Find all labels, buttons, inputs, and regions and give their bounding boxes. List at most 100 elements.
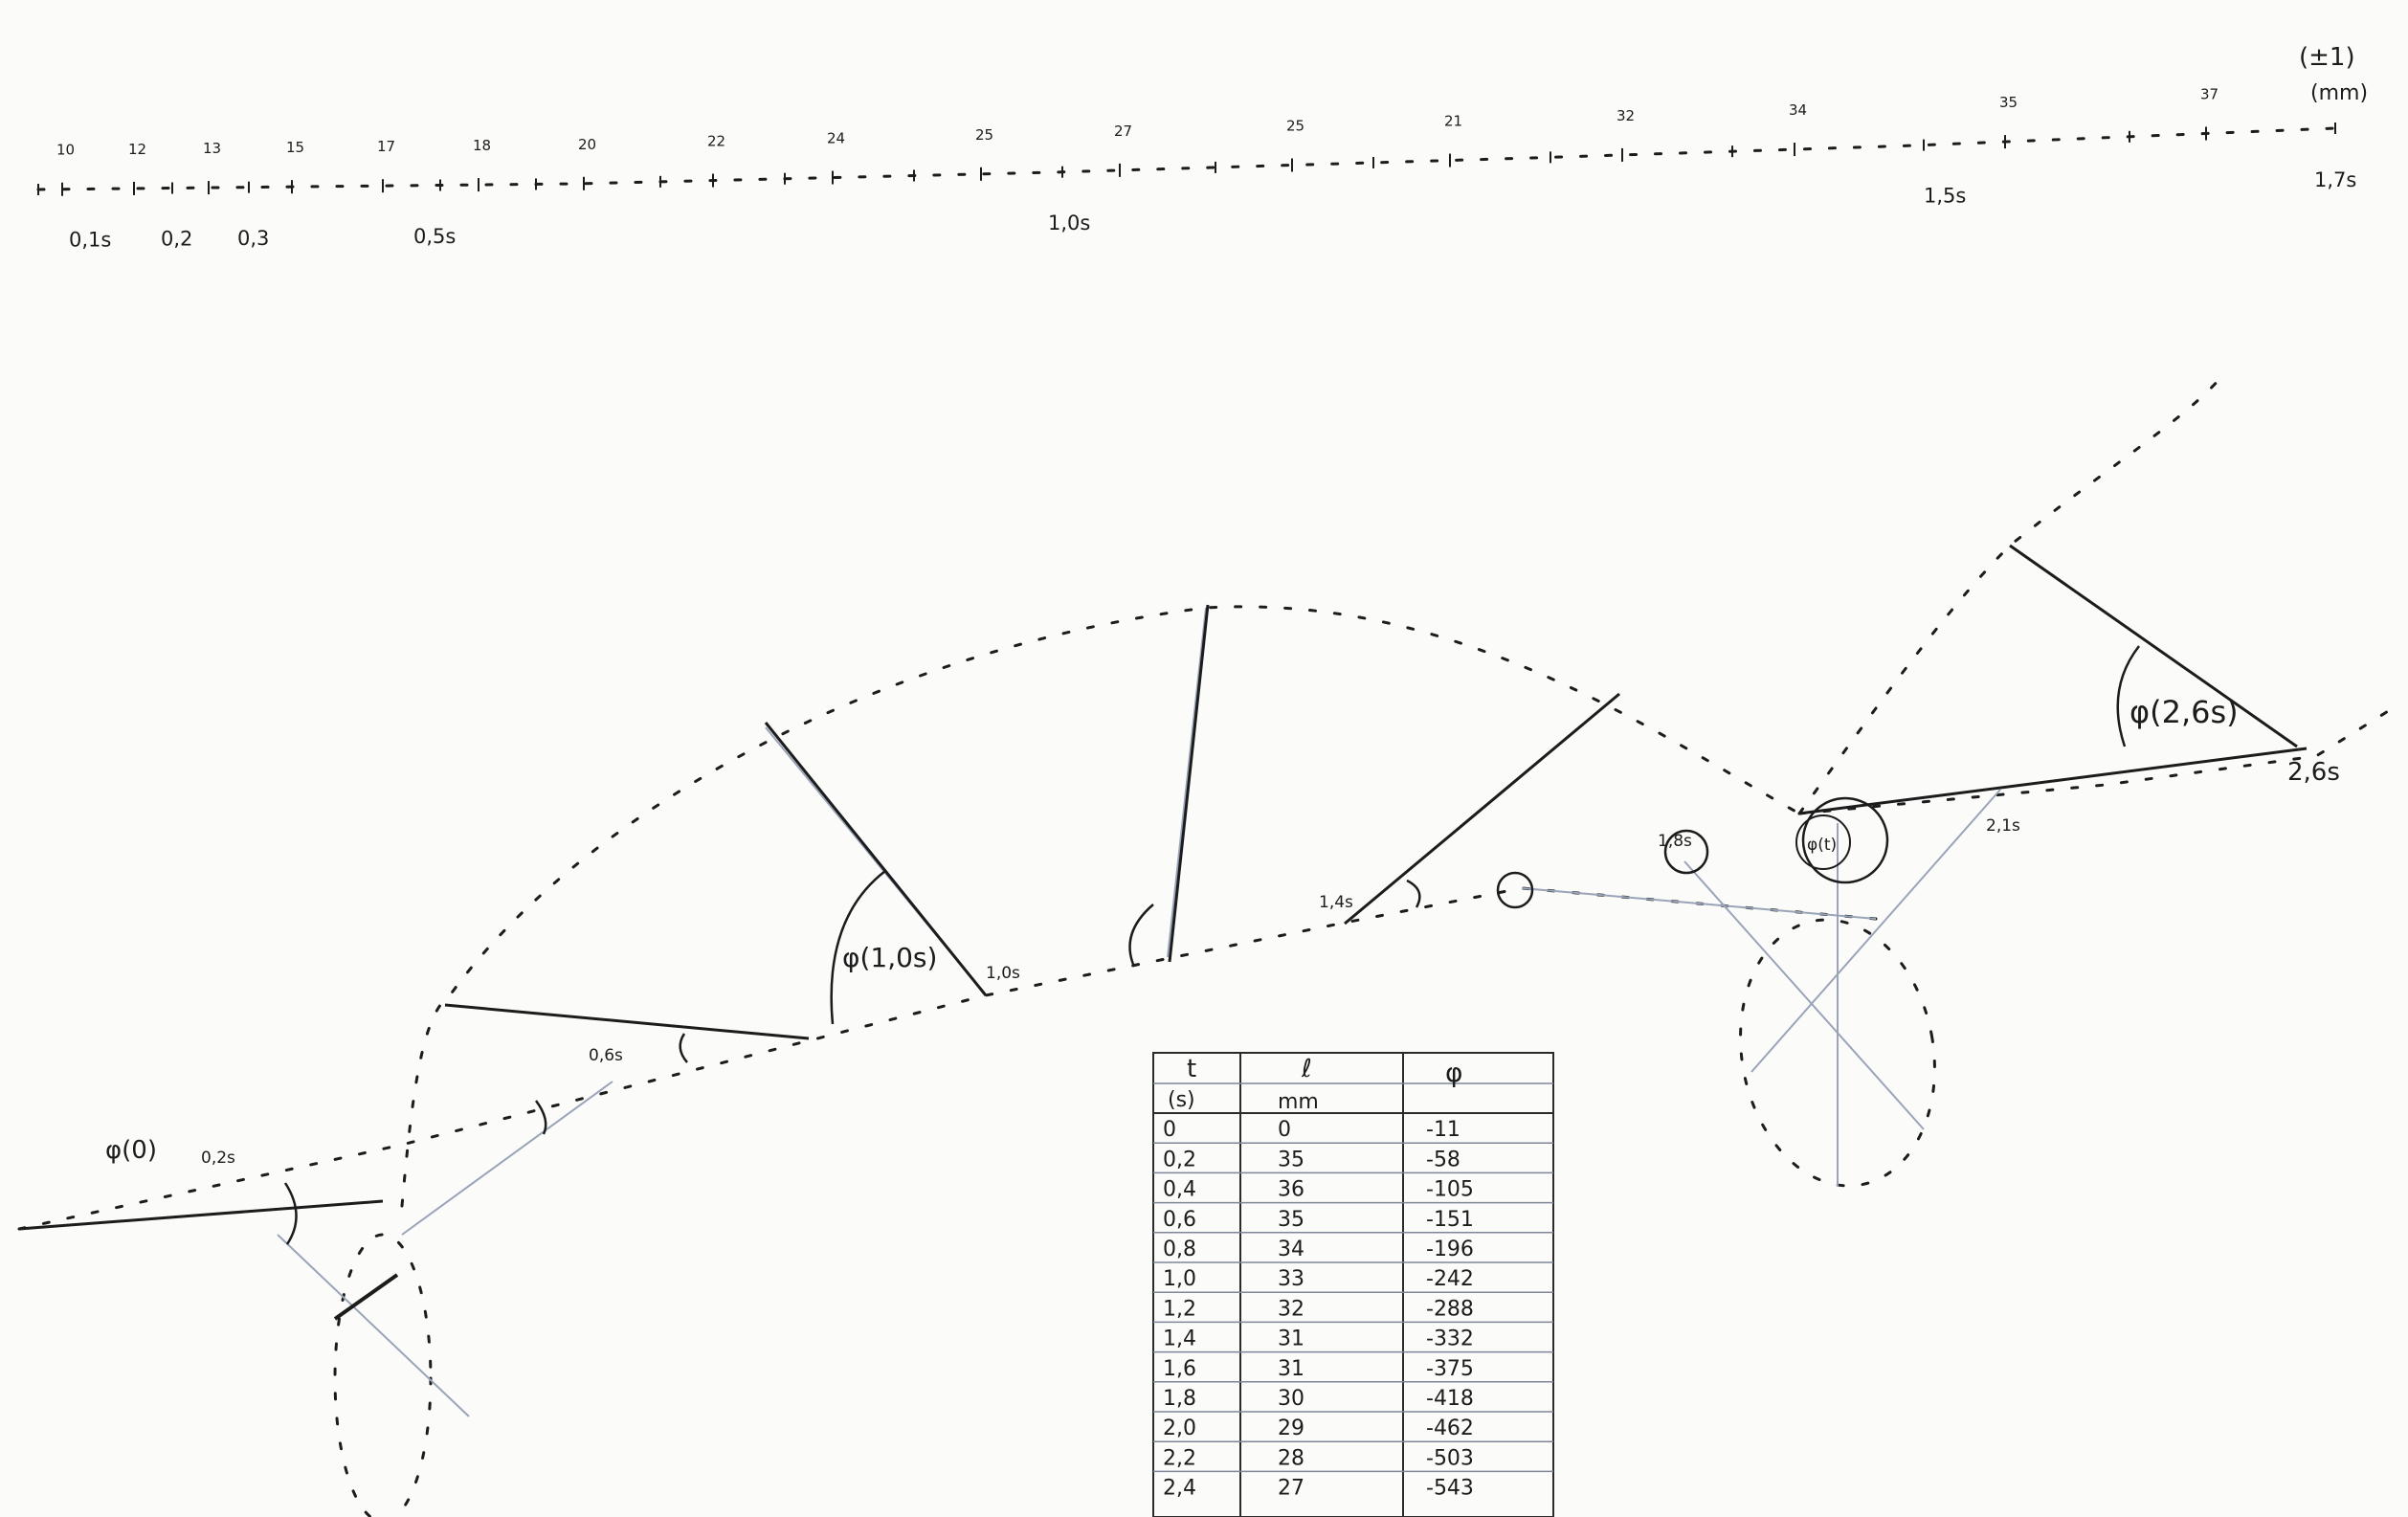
rod-position (18, 1199, 384, 1231)
cell-phi: -462 (1426, 1417, 1474, 1440)
cell-phi: -288 (1426, 1297, 1474, 1321)
table-row: 0,8 34 -196 (1163, 1238, 1474, 1261)
ruler-distance-label: 22 (707, 133, 725, 150)
pencil-line (1683, 860, 1925, 1130)
table-frame (1152, 1052, 1554, 1517)
cell-t: 1,0 (1163, 1267, 1196, 1291)
cell-phi: -196 (1426, 1238, 1474, 1261)
cell-t: 0,8 (1163, 1238, 1196, 1261)
cell-l: 32 (1278, 1297, 1304, 1321)
ruler-distance-label: 37 (2200, 86, 2218, 103)
label-phi10: φ(1,0s) (842, 942, 937, 973)
ruler-time-label: 1,5s (1924, 185, 1966, 208)
col-header-t: t (1187, 1055, 1196, 1083)
table-row: 0 0 -11 (1163, 1118, 1460, 1142)
label-t26: 2,6s (2287, 758, 2340, 787)
col-header-phi: φ (1445, 1057, 1462, 1088)
pencil-line (1750, 789, 2001, 1073)
ruler-distance-label: 20 (578, 136, 596, 153)
cell-t: 0,4 (1163, 1178, 1196, 1202)
ruler-distance-label: 27 (1114, 123, 1132, 140)
ruler-line (36, 126, 2337, 191)
ruler-time-label: 0,1s (69, 229, 111, 252)
label-t21: 2,1s (1986, 816, 2020, 836)
cell-phi: -332 (1426, 1327, 1474, 1351)
cell-l: 30 (1278, 1387, 1304, 1411)
cell-t: 2,0 (1163, 1417, 1196, 1440)
cell-l: 27 (1278, 1477, 1304, 1501)
marker-circle (1496, 871, 1534, 909)
ruler-distance-label: 21 (1444, 113, 1462, 130)
ruler-distance-label: 15 (286, 139, 304, 156)
rod-position (2009, 544, 2298, 748)
cell-l: 36 (1278, 1178, 1304, 1202)
table-row: 1,2 32 -288 (1163, 1297, 1474, 1321)
angle-arc (1406, 879, 1421, 908)
cell-t: 1,8 (1163, 1387, 1196, 1411)
rod-position (333, 1273, 399, 1321)
ruler-distance-label: 32 (1616, 107, 1635, 124)
cell-phi: -242 (1426, 1267, 1474, 1291)
ruler-distance-label: 17 (377, 138, 395, 155)
unit-label: (mm) (2310, 81, 2368, 105)
table-row-lines (1153, 1142, 1553, 1473)
ruler-time-label: 0,5s (413, 225, 456, 248)
ruler-distance-label: 35 (1999, 94, 2018, 111)
uncertainty-label: (±1) (2299, 43, 2355, 72)
ruler-distance-label: 25 (975, 126, 993, 144)
angle-arc (1128, 904, 1154, 968)
cell-phi: -375 (1426, 1357, 1474, 1381)
rod-position (444, 1003, 810, 1040)
rod-position (1344, 692, 1620, 926)
cell-phi: -105 (1426, 1178, 1474, 1202)
cell-t: 1,4 (1163, 1327, 1196, 1351)
angle-arc (534, 1100, 547, 1135)
col-header-l: ℓ (1301, 1055, 1312, 1083)
outer-arc-right (1797, 376, 2222, 815)
marker-circle (1795, 814, 1851, 870)
rotation-ellipse-left (333, 1233, 433, 1517)
angle-arc (830, 870, 886, 1025)
rod-position (1168, 604, 1210, 963)
label-phi0: φ(0) (105, 1136, 157, 1165)
ruler-distance-label: 12 (128, 141, 146, 158)
cell-t: 2,2 (1163, 1446, 1196, 1470)
cell-l: 35 (1278, 1148, 1304, 1171)
ruler-time-label: 0,2 (161, 228, 192, 251)
center-line (17, 886, 1878, 1231)
ruler-time-label: 0,3 (237, 227, 269, 250)
trajectory-diagram: φ(0) 0,2s 0,6s φ(1,0s) 1,0s 1,4s 1,8s φ(… (17, 376, 2395, 1517)
label-phi26: φ(2,6s) (2129, 694, 2239, 730)
cell-l: 34 (1278, 1238, 1304, 1261)
table-row: 0,4 36 -105 (1163, 1178, 1474, 1202)
cell-l: 29 (1278, 1417, 1304, 1440)
cell-phi: -11 (1426, 1118, 1460, 1142)
ruler-ticks (37, 123, 2336, 196)
cell-l: 35 (1278, 1208, 1304, 1232)
cell-t: 0 (1163, 1118, 1176, 1142)
cell-l: 31 (1278, 1327, 1304, 1351)
pencil-line (277, 1234, 470, 1417)
ruler-distance-label: 24 (827, 130, 845, 147)
cell-phi: -543 (1426, 1477, 1474, 1501)
unit-t: (s) (1168, 1088, 1195, 1112)
label-t18: 1,8s (1658, 832, 1692, 851)
table-row: 1,4 31 -332 (1163, 1327, 1474, 1351)
cell-phi: -503 (1426, 1446, 1474, 1470)
cell-t: 1,2 (1163, 1297, 1196, 1321)
marker-circle (1801, 796, 1889, 884)
cell-l: 0 (1278, 1118, 1291, 1142)
rod-position (764, 722, 988, 996)
rotation-ellipse-right (1739, 918, 1936, 1188)
center-line-upper (1797, 706, 2395, 815)
